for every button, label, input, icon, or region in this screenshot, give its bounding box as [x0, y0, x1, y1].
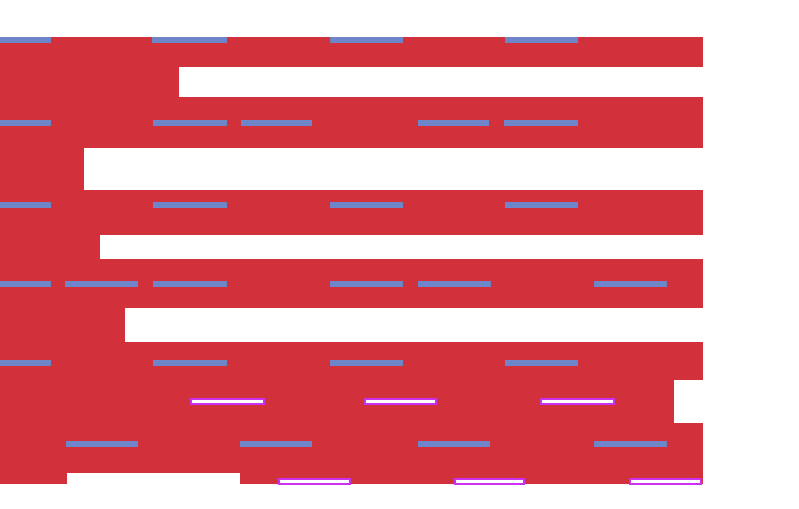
link-underline[interactable] [0, 120, 51, 126]
link-underline[interactable] [0, 360, 51, 366]
redacted-text-block [0, 235, 100, 259]
highlighted-link-underline[interactable] [540, 398, 615, 405]
link-underline[interactable] [153, 360, 227, 366]
redacted-text-block [0, 473, 67, 484]
link-underline[interactable] [65, 281, 138, 287]
link-underline[interactable] [241, 120, 312, 126]
highlighted-link-underline[interactable] [278, 478, 351, 485]
link-underline[interactable] [418, 441, 490, 447]
link-underline[interactable] [0, 202, 51, 208]
link-underline[interactable] [0, 281, 51, 287]
link-underline[interactable] [153, 281, 227, 287]
highlighted-link-underline[interactable] [364, 398, 437, 405]
redacted-text-block [0, 423, 703, 473]
highlighted-link-underline[interactable] [454, 478, 525, 485]
link-underline[interactable] [418, 281, 491, 287]
redacted-text-block [0, 97, 703, 148]
highlighted-link-underline[interactable] [190, 398, 265, 405]
link-underline[interactable] [594, 281, 667, 287]
redacted-text-block [0, 190, 703, 235]
link-underline[interactable] [418, 120, 489, 126]
link-underline[interactable] [153, 202, 227, 208]
highlighted-link-underline[interactable] [629, 478, 702, 485]
link-underline[interactable] [152, 37, 227, 43]
link-underline[interactable] [330, 37, 403, 43]
redacted-text-block [0, 148, 84, 190]
redacted-text-block [0, 308, 125, 342]
link-underline[interactable] [153, 120, 227, 126]
link-underline[interactable] [330, 202, 403, 208]
link-underline[interactable] [505, 37, 578, 43]
link-underline[interactable] [240, 441, 312, 447]
link-underline[interactable] [0, 37, 51, 43]
link-underline[interactable] [66, 441, 138, 447]
link-underline[interactable] [594, 441, 667, 447]
link-underline[interactable] [330, 360, 403, 366]
link-underline[interactable] [505, 202, 578, 208]
link-underline[interactable] [505, 360, 578, 366]
link-underline[interactable] [504, 120, 578, 126]
redacted-text-block [0, 67, 179, 97]
link-underline[interactable] [330, 281, 403, 287]
